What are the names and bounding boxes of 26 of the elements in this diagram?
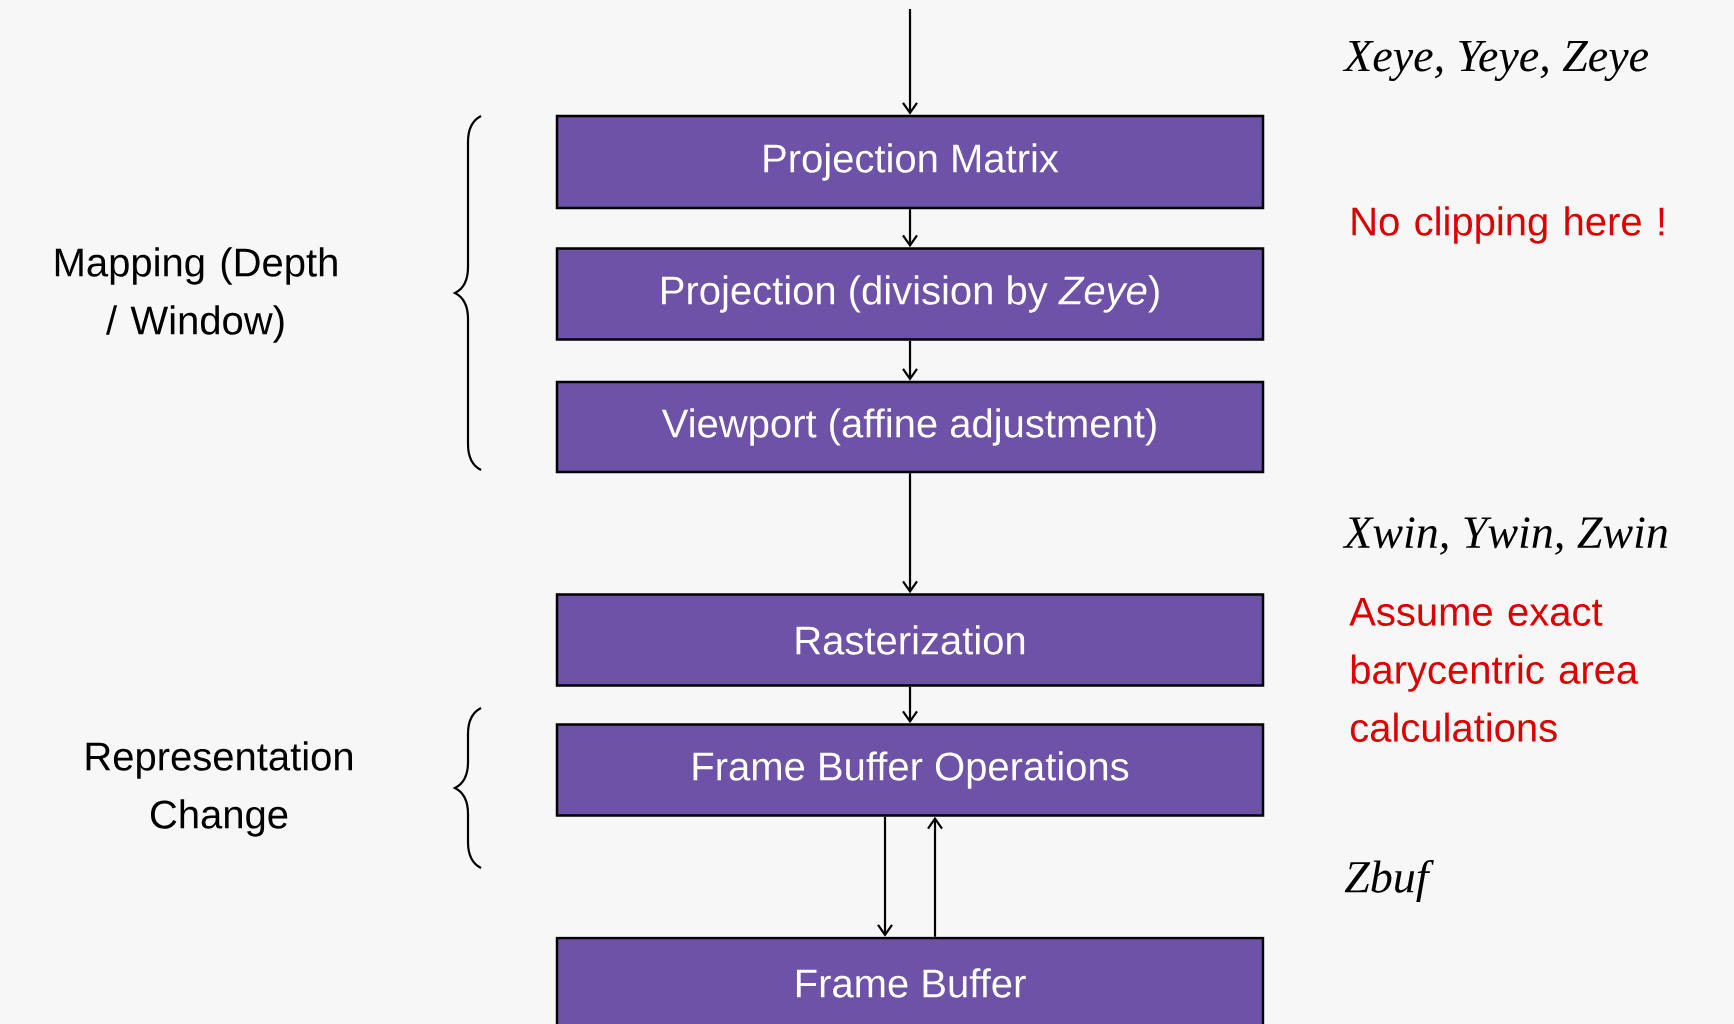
arrow (902, 209, 918, 248)
process-box (555, 936, 1265, 1024)
stage-label: Representation Change (86, 741, 352, 837)
box-label: Frame Buffer (796, 968, 1026, 998)
note-text: No clipping here ! (1352, 206, 1664, 244)
box-label: Frame Buffer Operations (693, 751, 1129, 789)
coordinate-label: Xeye, Yeye, Zeye (1342, 41, 1648, 81)
process-box (555, 723, 1265, 817)
note-text: Assume exact barycentric area calculations (1349, 598, 1639, 742)
arrow (927, 816, 943, 937)
process-box (555, 593, 1265, 687)
stage-label: Mapping (Depth / Window) (55, 247, 337, 343)
arrow (902, 473, 918, 594)
coordinate-label: Xwin, Ywin, Zwin (1342, 517, 1667, 555)
process-box (555, 247, 1265, 341)
box-label: Projection Matrix (764, 143, 1059, 181)
arrow (902, 9, 918, 115)
coordinate-label: Zbuf (1344, 859, 1434, 903)
process-box (555, 380, 1265, 474)
arrow (877, 816, 893, 937)
box-label: Viewport (affine adjustment) (661, 408, 1156, 446)
arrow (902, 686, 918, 724)
arrow (902, 340, 918, 381)
process-box (555, 114, 1265, 210)
box-label: Projection (division by Zeye) (662, 275, 1159, 313)
box-label: Rasterization (796, 625, 1025, 655)
